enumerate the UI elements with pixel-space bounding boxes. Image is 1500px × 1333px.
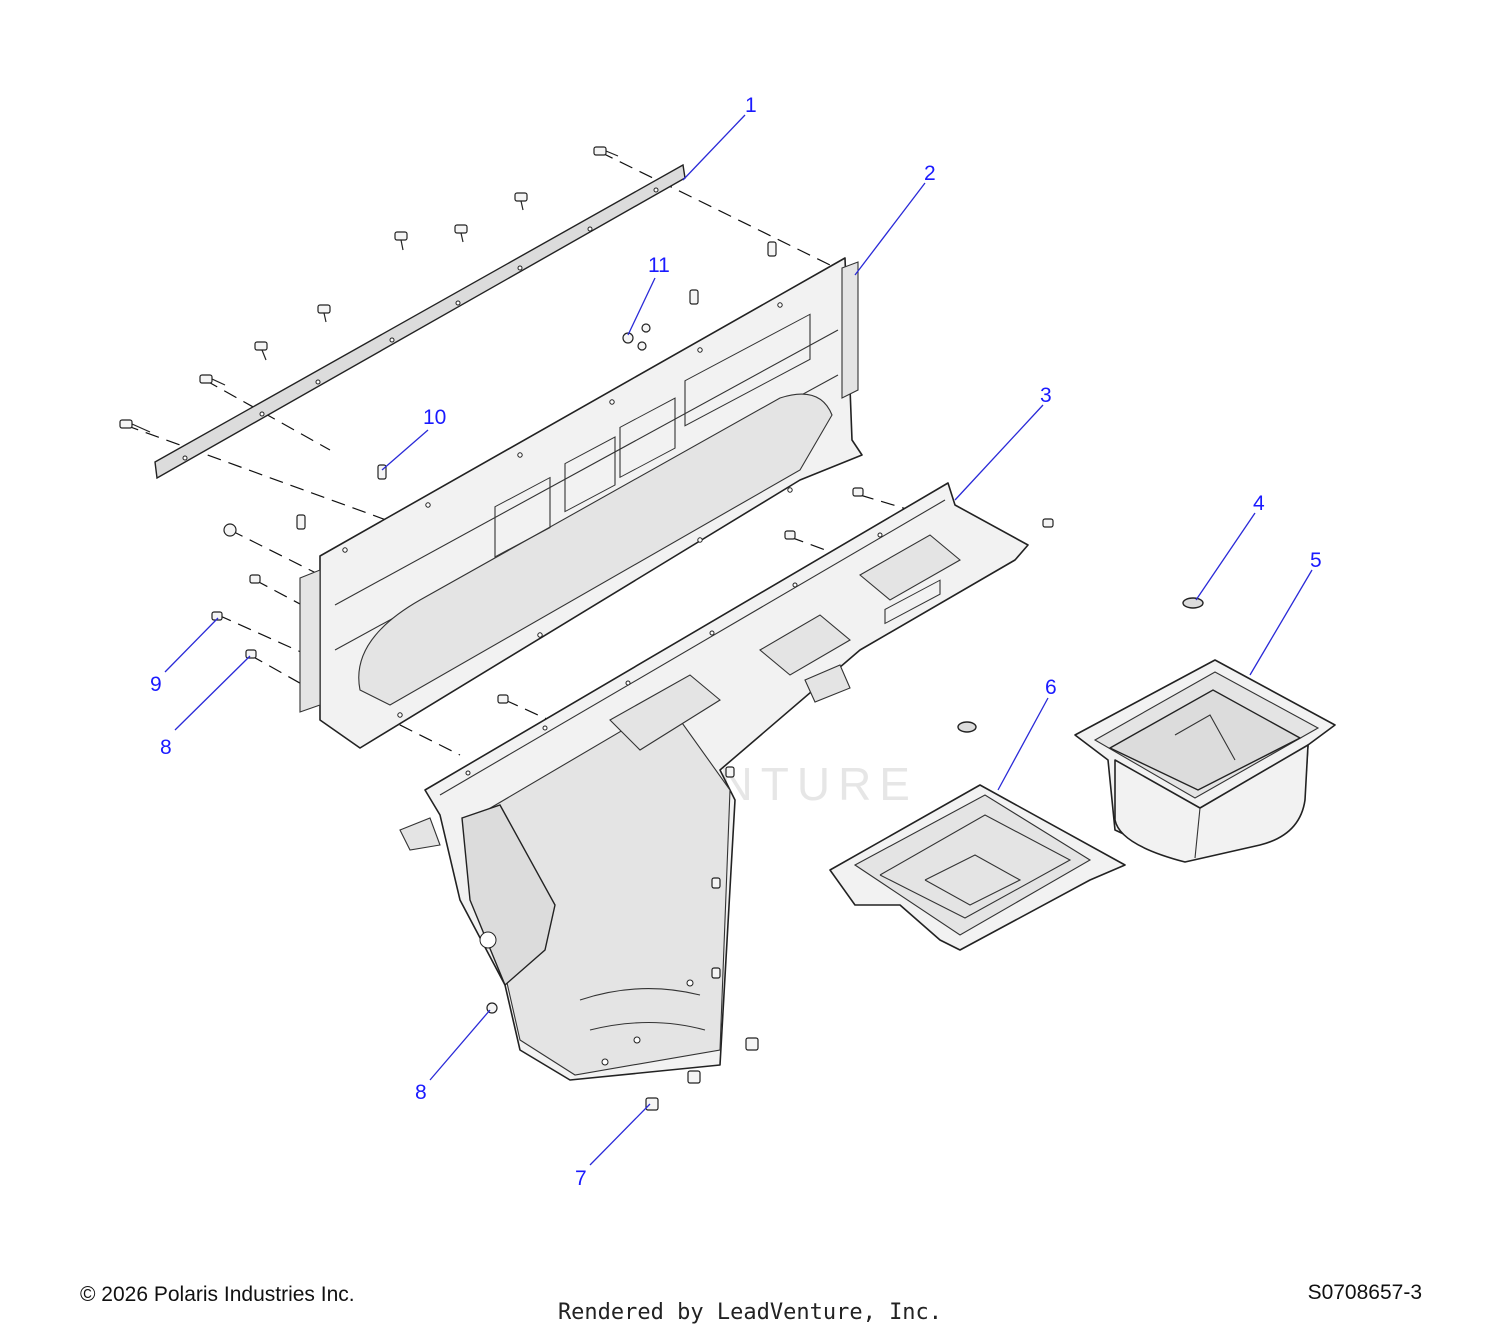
part-5-bin: [1074, 659, 1336, 863]
part-6-tray: [829, 784, 1126, 951]
callout-2[interactable]: 2: [924, 162, 936, 185]
side-bolts: [211, 487, 1054, 704]
clips: [223, 323, 651, 537]
callout-11[interactable]: 11: [648, 254, 670, 277]
tunnel-bolts: [486, 766, 735, 1014]
strip-bolts: [119, 146, 777, 433]
part-2-back-panel: [299, 257, 863, 749]
callout-6[interactable]: 6: [1045, 676, 1057, 699]
callout-3[interactable]: 3: [1040, 384, 1052, 407]
callout-7[interactable]: 7: [575, 1167, 587, 1190]
callout-8-lower[interactable]: 8: [415, 1081, 427, 1104]
callout-8-upper[interactable]: 8: [160, 736, 172, 759]
rendered-by-text: Rendered by LeadVenture, Inc.: [557, 1300, 943, 1325]
callout-labels: 1 2 3 4 5 6 7 8 8 9 10 11: [150, 94, 1322, 1190]
part-7-clips: [645, 1037, 759, 1111]
callout-10[interactable]: 10: [423, 406, 446, 429]
part-4-plug: [957, 597, 1204, 733]
callout-9[interactable]: 9: [150, 673, 162, 696]
callout-1[interactable]: 1: [745, 94, 757, 117]
part-3-floor-tunnel: [399, 482, 1029, 1081]
callout-4[interactable]: 4: [1253, 492, 1265, 515]
copyright-text: © 2026 Polaris Industries Inc.: [80, 1283, 355, 1306]
callout-5[interactable]: 5: [1310, 549, 1322, 572]
leader-lines: [164, 114, 1313, 1166]
diagram-id: S0708657-3: [1307, 1281, 1422, 1304]
